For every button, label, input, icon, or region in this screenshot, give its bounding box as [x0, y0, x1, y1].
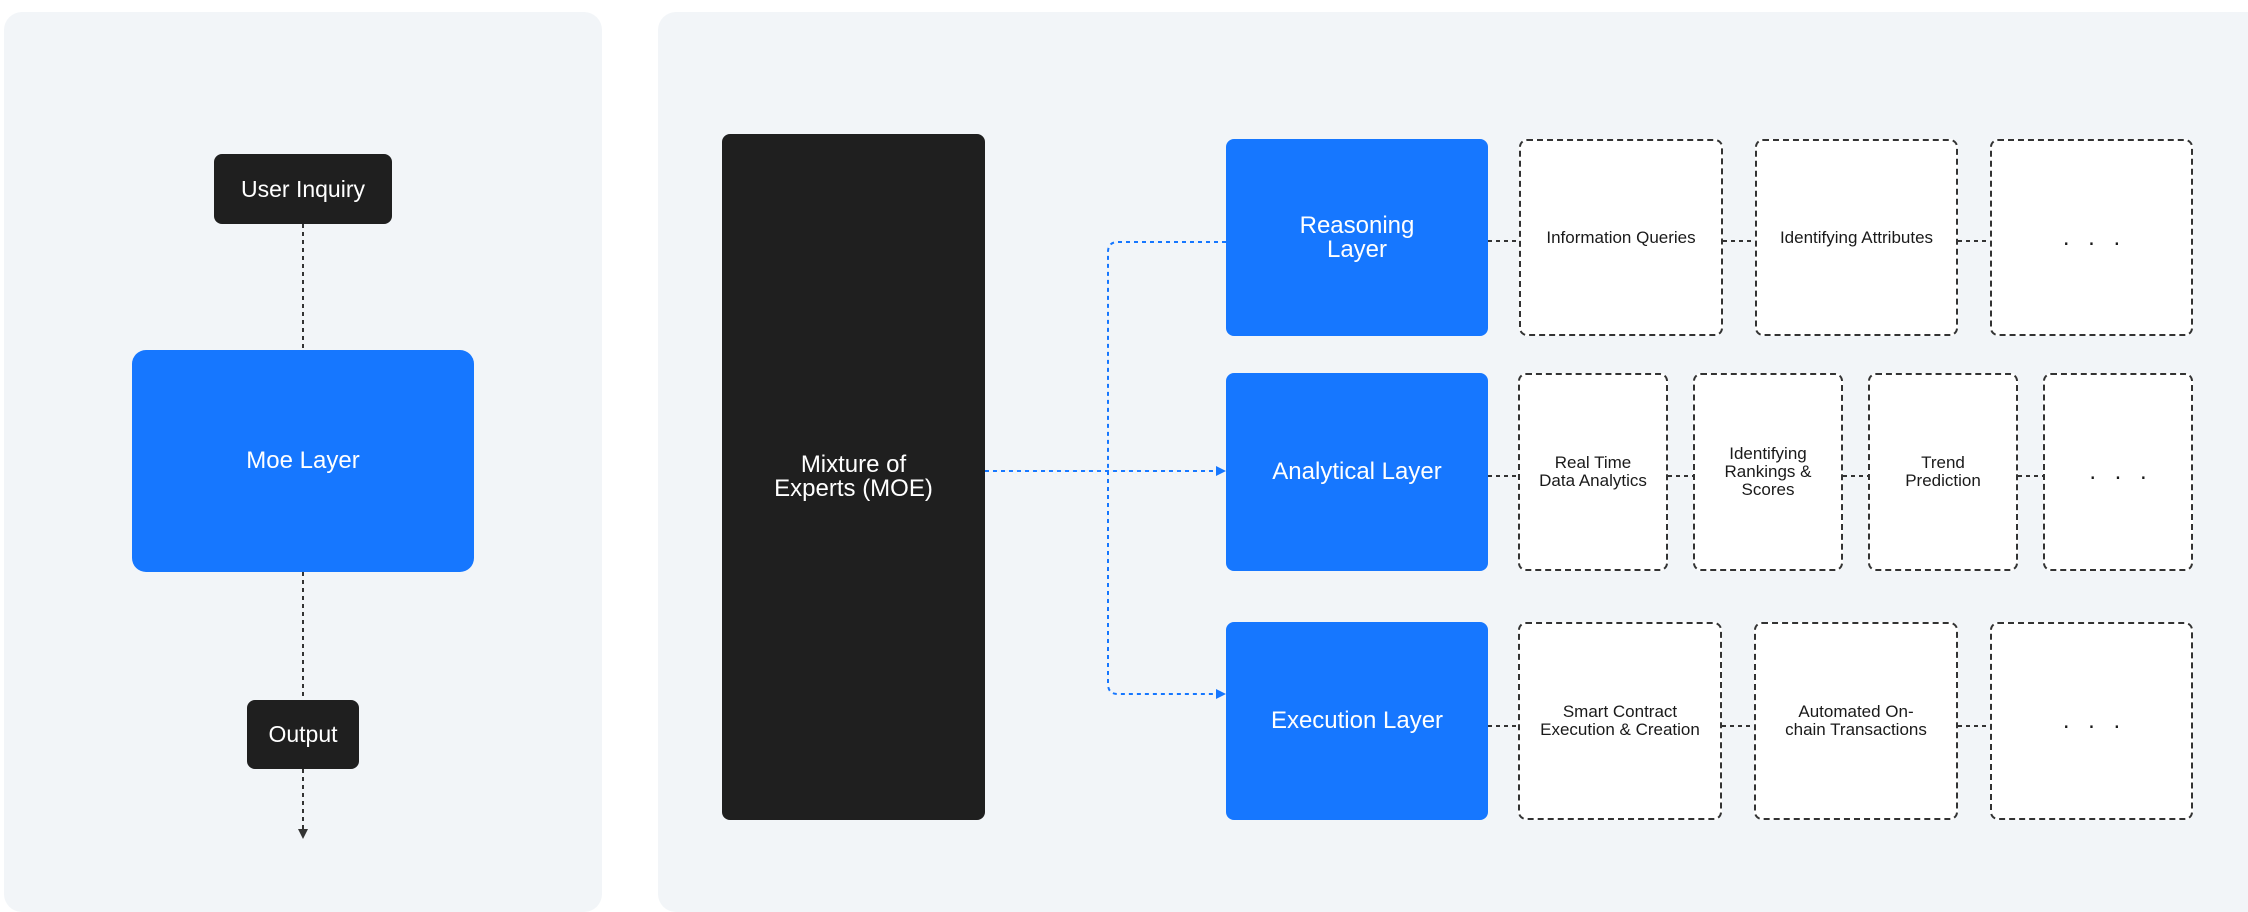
- task-more-reasoning: . . .: [1990, 139, 2193, 336]
- connector-moe-to-execution: [1107, 471, 1226, 699]
- output-node: Output: [247, 700, 359, 769]
- task-more-analytical: . . .: [2043, 373, 2193, 571]
- execution-layer-node: Execution Layer: [1226, 622, 1488, 820]
- analytical-layer-node: Analytical Layer: [1226, 373, 1488, 571]
- moe-layer-node: Moe Layer: [132, 350, 474, 572]
- task-smart-contract-execution: Smart Contract Execution & Creation: [1518, 622, 1722, 820]
- mixture-of-experts-block: Mixture of Experts (MOE): [722, 134, 985, 820]
- connector-moe-to-reasoning: [1107, 241, 1226, 471]
- task-identifying-attributes: Identifying Attributes: [1755, 139, 1958, 336]
- reasoning-layer-node: Reasoning Layer: [1226, 139, 1488, 336]
- task-more-execution: . . .: [1990, 622, 2193, 820]
- task-trend-prediction: Trend Prediction: [1868, 373, 2018, 571]
- task-information-queries: Information Queries: [1519, 139, 1723, 336]
- task-identifying-rankings-scores: Identifying Rankings & Scores: [1693, 373, 1843, 571]
- user-inquiry-node: User Inquiry: [214, 154, 392, 224]
- task-automated-onchain-transactions: Automated On- chain Transactions: [1754, 622, 1958, 820]
- task-real-time-data-analytics: Real Time Data Analytics: [1518, 373, 1668, 571]
